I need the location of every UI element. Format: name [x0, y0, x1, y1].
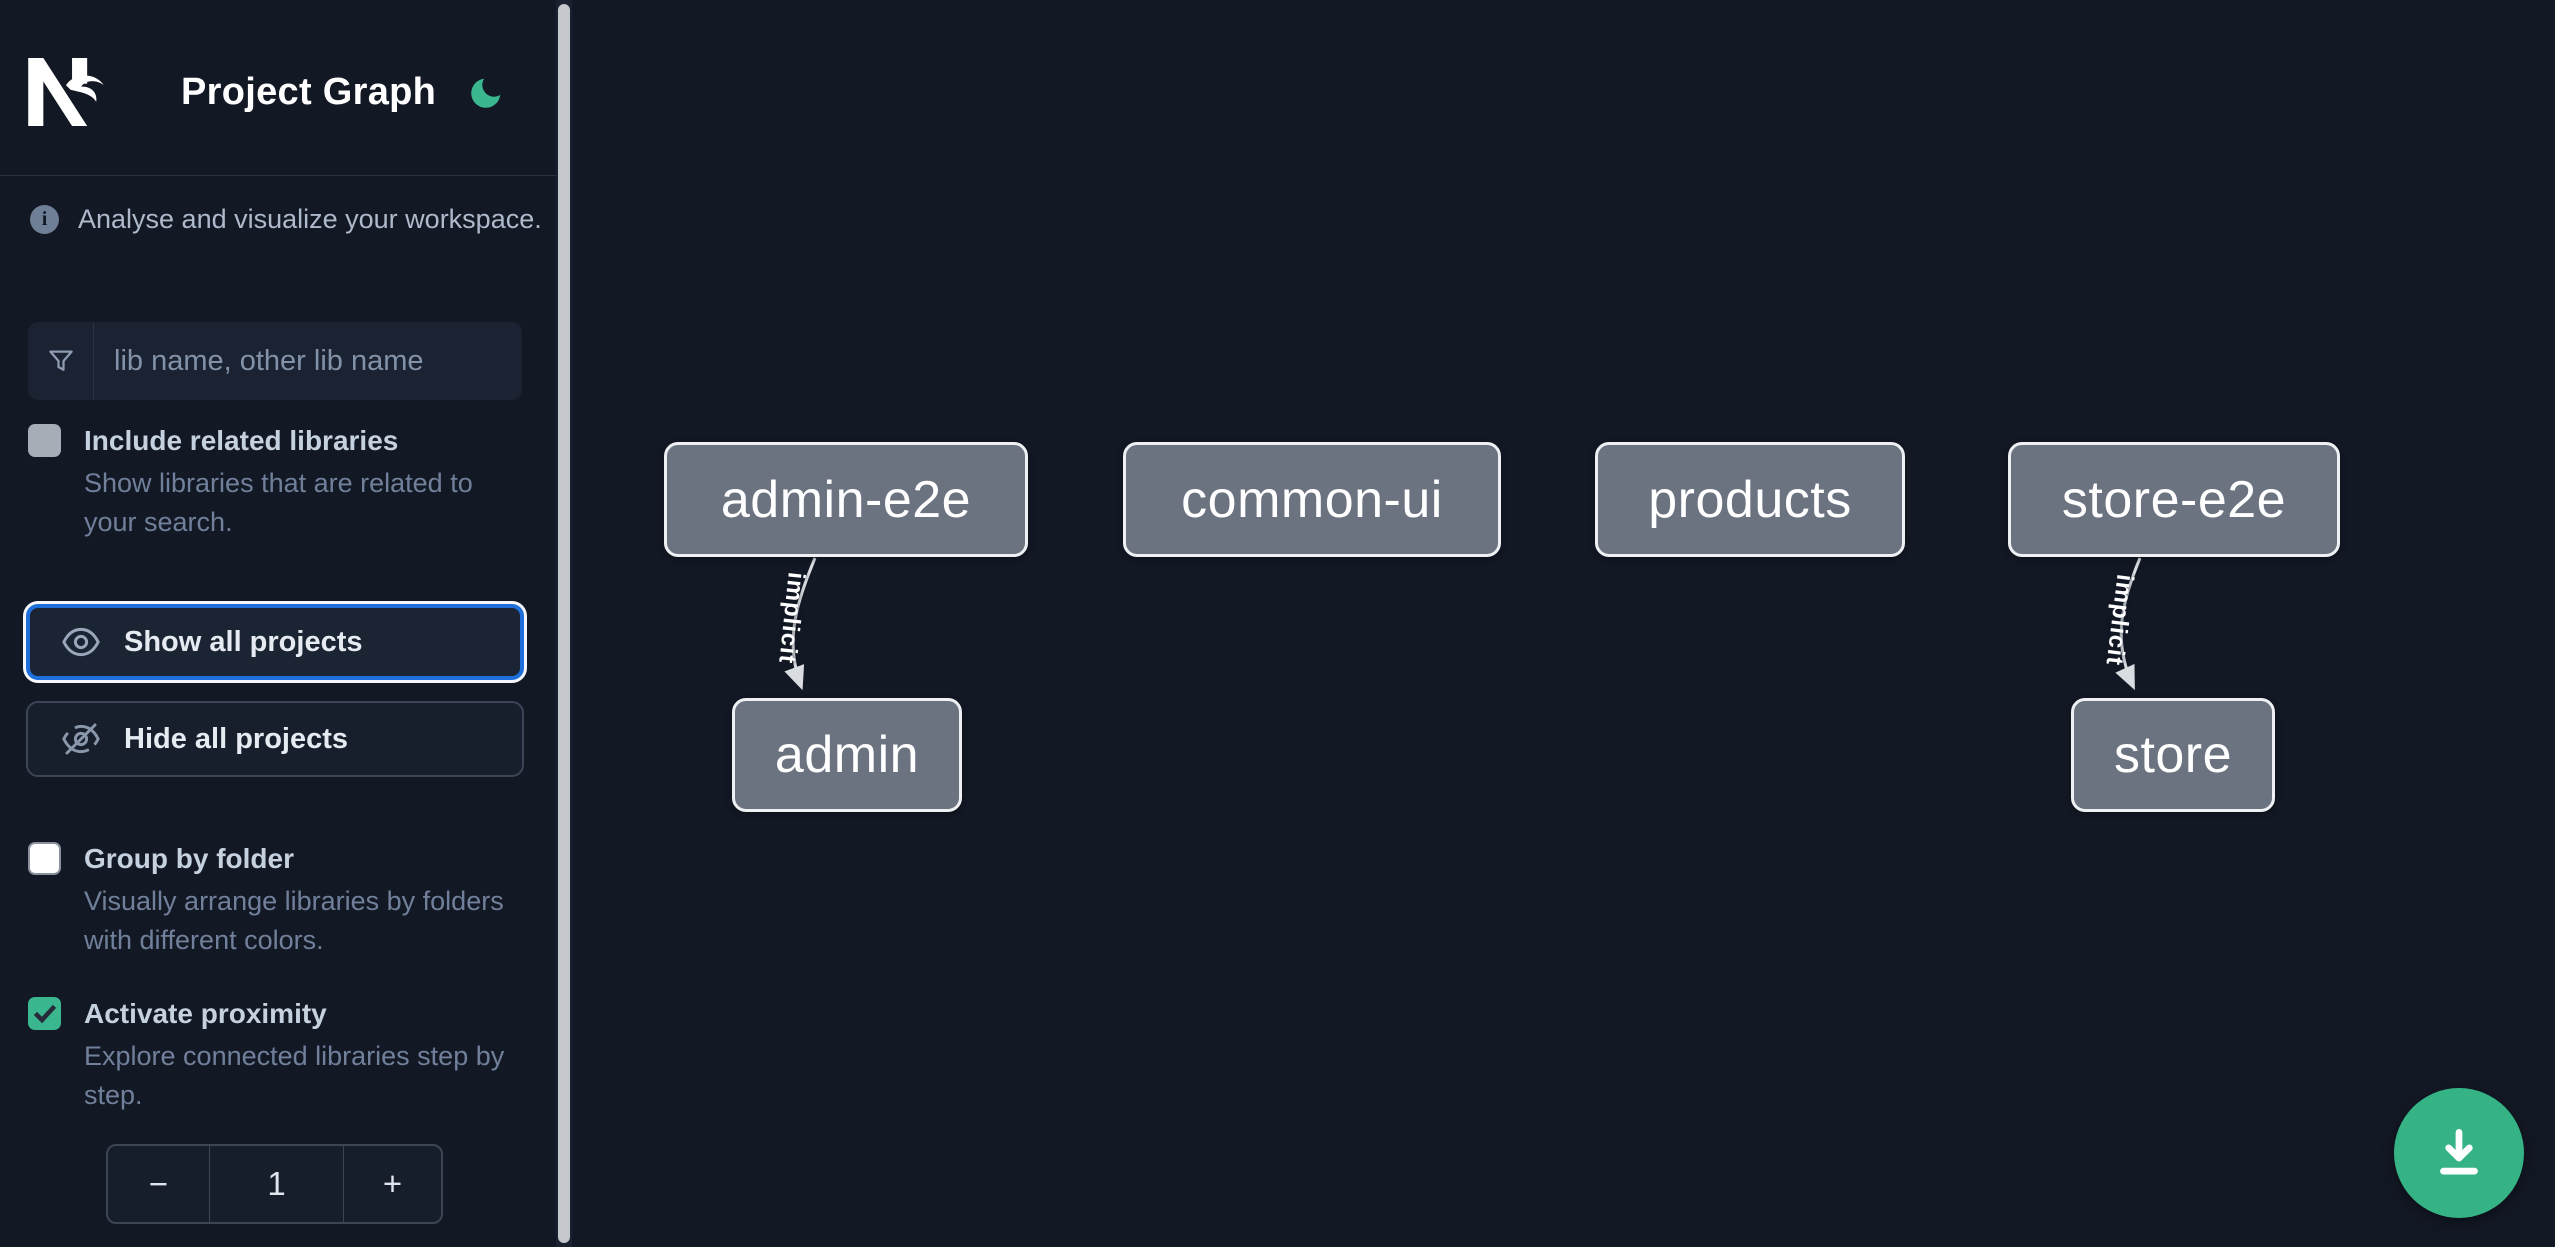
- toggle-activate-proximity: Activate proximity Explore connected lib…: [28, 997, 526, 1115]
- activate-proximity-checkbox[interactable]: [28, 997, 61, 1030]
- workspace-info: i Analyse and visualize your workspace.: [30, 203, 542, 236]
- header-divider: [0, 175, 558, 176]
- sidebar: Project Graph i Analyse and visualize yo…: [0, 0, 558, 1247]
- stepper-value: 1: [210, 1146, 344, 1222]
- sidebar-scrollbar-thumb[interactable]: [558, 4, 570, 1243]
- download-button[interactable]: [2394, 1088, 2524, 1218]
- proximity-stepper: − 1 +: [106, 1144, 443, 1224]
- include-related-checkbox[interactable]: [28, 424, 61, 457]
- eye-icon: [62, 627, 100, 657]
- toggle-description: Visually arrange libraries by folders wi…: [84, 886, 504, 955]
- moon-icon[interactable]: [467, 74, 505, 112]
- hide-all-projects-label: Hide all projects: [124, 722, 349, 755]
- toggle-description: Show libraries that are related to your …: [84, 468, 473, 537]
- app-header: Project Graph: [0, 0, 558, 176]
- toggle-label[interactable]: Activate proximity: [84, 997, 327, 1029]
- graph-node-store-e2e[interactable]: store-e2e: [2008, 442, 2340, 557]
- eye-off-icon: [62, 723, 100, 755]
- toggle-label[interactable]: Include related libraries: [84, 424, 399, 456]
- nx-logo: [28, 58, 104, 126]
- download-icon: [2440, 1128, 2478, 1175]
- toggle-description: Explore connected libraries step by step…: [84, 1041, 505, 1110]
- funnel-icon: [28, 322, 94, 400]
- stepper-decrement-button[interactable]: −: [108, 1146, 210, 1222]
- toggle-label[interactable]: Group by folder: [84, 842, 294, 874]
- info-text: Analyse and visualize your workspace.: [78, 204, 542, 234]
- hide-all-projects-button[interactable]: Hide all projects: [26, 701, 524, 777]
- graph-node-admin[interactable]: admin: [732, 698, 962, 812]
- page-title: Project Graph: [181, 71, 437, 113]
- graph-node-admin-e2e[interactable]: admin-e2e: [664, 442, 1028, 557]
- graph-edge-admin-e2e-admin[interactable]: [784, 557, 817, 691]
- info-icon: i: [30, 205, 59, 234]
- filter-box: [28, 322, 522, 400]
- toggle-group-by-folder: Group by folder Visually arrange librari…: [28, 842, 526, 960]
- graph-node-common-ui[interactable]: common-ui: [1123, 442, 1501, 557]
- group-by-folder-checkbox[interactable]: [28, 842, 61, 875]
- stepper-increment-button[interactable]: +: [344, 1146, 441, 1222]
- show-all-projects-label: Show all projects: [124, 625, 363, 658]
- graph-node-store[interactable]: store: [2071, 698, 2275, 812]
- graph-node-products[interactable]: products: [1595, 442, 1905, 557]
- show-all-projects-button[interactable]: Show all projects: [26, 604, 524, 680]
- filter-input[interactable]: [94, 322, 522, 400]
- sidebar-scrollbar[interactable]: [556, 0, 572, 1247]
- graph-edge-store-e2e-store[interactable]: [2115, 557, 2142, 691]
- toggle-include-related-libraries: Include related libraries Show libraries…: [28, 424, 526, 542]
